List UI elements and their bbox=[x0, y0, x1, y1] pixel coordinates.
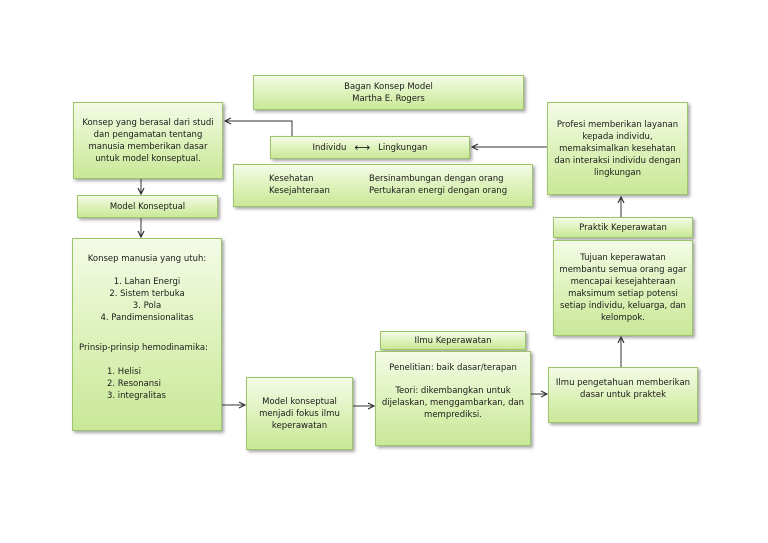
model-konseptual-label: Model Konseptual bbox=[109, 201, 186, 212]
model-konseptual-box: Model Konseptual bbox=[77, 195, 218, 218]
ilmu-keperawatan-box: Ilmu Keperawatan bbox=[380, 331, 526, 350]
konsep-item-3: 3. Pola bbox=[132, 301, 162, 311]
title-box: Bagan Konsep Model Martha E. Rogers bbox=[253, 75, 524, 110]
tujuan-line-3: mencapai kesejahteraan bbox=[570, 277, 676, 287]
profesi-line-3: memaksimalkan kesehatan bbox=[559, 143, 676, 154]
tujuan-box: Tujuan keperawatan membantu semua orang … bbox=[553, 240, 693, 336]
individu-label: Individu bbox=[312, 142, 347, 153]
konsep-studi-line-3: manusia memberikan dasar bbox=[88, 141, 208, 152]
arrow-individu-to-konsep-studi bbox=[225, 121, 293, 136]
konsep-studi-line-4: untuk model konseptual. bbox=[95, 153, 201, 164]
pertukaran-label: Pertukaran energi dengan orang bbox=[369, 186, 508, 196]
bersinambungan-label: Bersinambungan dengan orang bbox=[369, 174, 504, 184]
individu-lingkungan-box: Individu ⟷ Lingkungan bbox=[270, 136, 470, 159]
tujuan-line-4: maksimum setiap potensi bbox=[568, 289, 678, 299]
penelitian-line-3: dijelaskan, menggambarkan, dan bbox=[381, 398, 525, 408]
tujuan-line-1: Tujuan keperawatan bbox=[580, 253, 666, 263]
penelitian-line-2: Teori: dikembangkan untuk bbox=[395, 386, 511, 396]
tujuan-line-2: membantu semua orang agar bbox=[559, 265, 687, 275]
profesi-line-4: dan interaksi individu dengan bbox=[554, 155, 681, 166]
konsep-manusia-heading: Konsep manusia yang utuh: bbox=[87, 254, 207, 264]
konsep-studi-box: Konsep yang berasal dari studi dan penga… bbox=[73, 102, 223, 179]
title-line-2: Martha E. Rogers bbox=[352, 93, 425, 104]
ilmu-pengetahuan-box: Ilmu pengetahuan memberikan dasar untuk … bbox=[548, 367, 698, 423]
lingkungan-label: Lingkungan bbox=[378, 142, 428, 153]
konsep-studi-line-2: dan pengamatan tentang bbox=[93, 129, 203, 140]
profesi-box: Profesi memberikan layanan kepada indivi… bbox=[547, 102, 688, 195]
profesi-line-1: Profesi memberikan layanan bbox=[556, 119, 679, 130]
praktik-keperawatan-box: Praktik Keperawatan bbox=[553, 217, 693, 238]
konsep-item-2: 2. Sistem terbuka bbox=[109, 289, 185, 299]
prinsip-item-3: 3. integralitas bbox=[107, 391, 166, 401]
penelitian-box: Penelitian: baik dasar/terapan Teori: di… bbox=[375, 351, 531, 446]
ilmu-pengetahuan-line-2: dasar untuk praktek bbox=[579, 390, 667, 400]
profesi-line-2: kepada individu, bbox=[582, 131, 653, 142]
title-line-1: Bagan Konsep Model bbox=[344, 81, 433, 92]
tujuan-line-5: setiap individu, keluarga, dan bbox=[560, 301, 686, 311]
praktik-keperawatan-label: Praktik Keperawatan bbox=[579, 222, 667, 233]
konsep-studi-line-1: Konsep yang berasal dari studi bbox=[82, 117, 214, 128]
kesehatan-box: Kesehatan Kesejahteraan Bersinambungan d… bbox=[233, 164, 533, 207]
tujuan-line-6: kelompok. bbox=[601, 313, 645, 323]
konsep-item-4: 4. Pandimensionalitas bbox=[100, 313, 194, 323]
prinsip-item-2: 2. Resonansi bbox=[107, 379, 161, 389]
model-fokus-line-3: keperawatan bbox=[271, 420, 328, 431]
penelitian-line-1: Penelitian: baik dasar/terapan bbox=[389, 363, 517, 373]
kesehatan-label: Kesehatan bbox=[269, 174, 314, 184]
prinsip-heading: Prinsip-prinsip hemodinamika: bbox=[79, 343, 208, 353]
ilmu-keperawatan-label: Ilmu Keperawatan bbox=[414, 335, 492, 346]
model-fokus-line-2: menjadi fokus ilmu bbox=[259, 408, 340, 419]
prinsip-item-1: 1. Helisi bbox=[107, 367, 141, 377]
bidirectional-arrow-icon: ⟷ bbox=[354, 140, 371, 154]
model-fokus-line-1: Model konseptual bbox=[262, 396, 337, 407]
konsep-item-1: 1. Lahan Energi bbox=[113, 277, 181, 287]
kesejahteraan-label: Kesejahteraan bbox=[269, 186, 330, 196]
konsep-manusia-box: Konsep manusia yang utuh: 1. Lahan Energ… bbox=[72, 238, 222, 431]
penelitian-line-4: memprediksi. bbox=[424, 410, 482, 420]
model-fokus-box: Model konseptual menjadi fokus ilmu kepe… bbox=[246, 377, 353, 450]
ilmu-pengetahuan-line-1: Ilmu pengetahuan memberikan bbox=[555, 378, 691, 388]
profesi-line-5: lingkungan bbox=[594, 167, 641, 178]
